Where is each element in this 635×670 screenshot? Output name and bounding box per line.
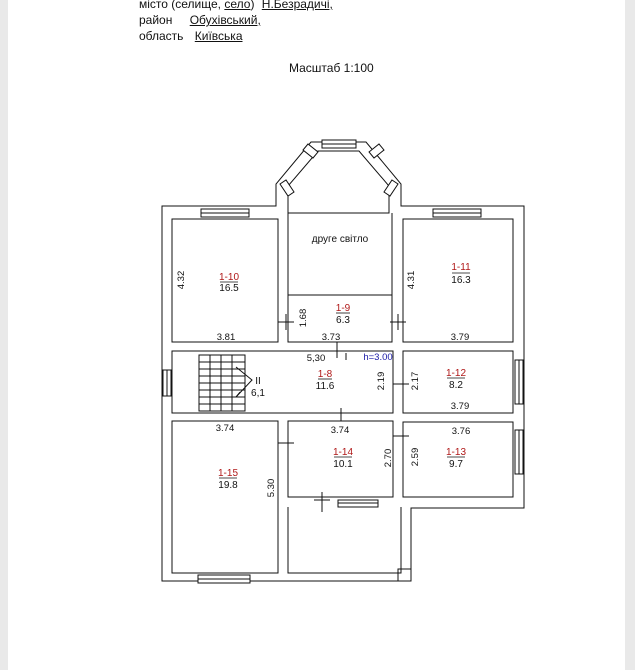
room-1-13 bbox=[402, 421, 514, 498]
region-label: область bbox=[139, 29, 184, 43]
room-area: 9.7 bbox=[449, 459, 463, 470]
stair-arrowhead bbox=[234, 391, 242, 398]
dim-text: 1.68 bbox=[298, 309, 309, 328]
city-label: місто (селище, bbox=[139, 0, 225, 11]
stair-arrow bbox=[235, 366, 253, 398]
bay-inner-outline bbox=[287, 150, 390, 214]
room-1-10 bbox=[171, 218, 279, 343]
window bbox=[302, 143, 319, 159]
room-number-dividers bbox=[219, 272, 470, 479]
windows bbox=[162, 139, 524, 584]
region-value: Київська bbox=[194, 29, 243, 43]
window bbox=[383, 179, 399, 197]
corner-column bbox=[397, 568, 412, 582]
room-area: 11.6 bbox=[316, 381, 335, 392]
room-1-11 bbox=[402, 218, 514, 343]
dim-text: 3.74 bbox=[331, 425, 350, 436]
document-page: місто (селище, село) Н.Безрадичі, район … bbox=[8, 0, 625, 670]
dim-text: 3.73 bbox=[322, 332, 341, 343]
city-label-close: ) bbox=[250, 0, 255, 11]
utility-space bbox=[287, 507, 402, 574]
window bbox=[368, 143, 385, 159]
location-line-region: область Київська bbox=[139, 29, 243, 43]
room-number: 1-9 bbox=[336, 303, 351, 314]
dim-text: 4.31 bbox=[406, 271, 417, 290]
dim-text: 5.30 bbox=[266, 479, 277, 498]
dim-text: 5,30 bbox=[307, 353, 326, 364]
dim-text: 2.19 bbox=[376, 372, 387, 391]
dim-text: 3.81 bbox=[217, 332, 236, 343]
room-area: 16.3 bbox=[451, 275, 471, 286]
dim-text: 2.17 bbox=[410, 372, 421, 391]
room-area: 8.2 bbox=[449, 380, 463, 391]
city-value: Н.Безрадичі, bbox=[261, 0, 333, 11]
dim-text: 2.59 bbox=[410, 448, 421, 467]
room-area: 10.1 bbox=[333, 459, 353, 470]
room-1-9 bbox=[287, 294, 393, 343]
village-label: село bbox=[224, 0, 251, 11]
stair-mark: II bbox=[255, 376, 261, 387]
dim-text: 2.70 bbox=[383, 449, 394, 468]
room-1-15 bbox=[171, 420, 279, 574]
room-number: 1-13 bbox=[446, 447, 466, 458]
stair-area: 6,1 bbox=[251, 388, 265, 399]
dim-text: 3.79 bbox=[451, 332, 470, 343]
room-number: 1-11 bbox=[451, 262, 471, 273]
window bbox=[279, 179, 295, 197]
second-light-label: друге світло bbox=[312, 234, 369, 245]
height-note: h=3.00 bbox=[363, 352, 392, 363]
dim-text: 3.76 bbox=[452, 426, 471, 437]
room-number: 1-12 bbox=[446, 368, 466, 379]
doors bbox=[278, 314, 409, 512]
location-line-city: місто (селище, село) Н.Безрадичі, bbox=[139, 0, 333, 11]
room-1-8 bbox=[171, 350, 394, 414]
dim-text: 4.32 bbox=[176, 271, 187, 290]
dim-text: 3.74 bbox=[216, 423, 235, 434]
floor-plan: друге світло h=3.00 II 6,1 1-10 16.5 1-1… bbox=[161, 139, 525, 584]
staircase bbox=[198, 354, 253, 412]
scale-label: Масштаб 1:100 bbox=[289, 61, 374, 75]
room-number: 1-15 bbox=[218, 468, 238, 479]
room-number: 1-8 bbox=[318, 369, 333, 380]
district-value: Обухівський, bbox=[189, 13, 261, 27]
room-number: 1-10 bbox=[219, 272, 239, 283]
district-label: район bbox=[139, 13, 173, 27]
room-labels: 1-10 16.5 1-11 16.3 1-9 6.3 1-8 11.6 1-1… bbox=[218, 262, 471, 491]
location-line-district: район Обухівський, bbox=[139, 13, 261, 27]
room-area: 6.3 bbox=[336, 315, 350, 326]
room-number: 1-14 bbox=[333, 447, 353, 458]
room-area: 19.8 bbox=[218, 480, 238, 491]
room-1-12 bbox=[402, 350, 514, 414]
dimensions: 3.81 3.79 3.73 5,30 3.79 3.74 3.74 3.76 … bbox=[176, 271, 470, 498]
dim-text: 3.79 bbox=[451, 401, 470, 412]
room-area: 16.5 bbox=[219, 283, 239, 294]
